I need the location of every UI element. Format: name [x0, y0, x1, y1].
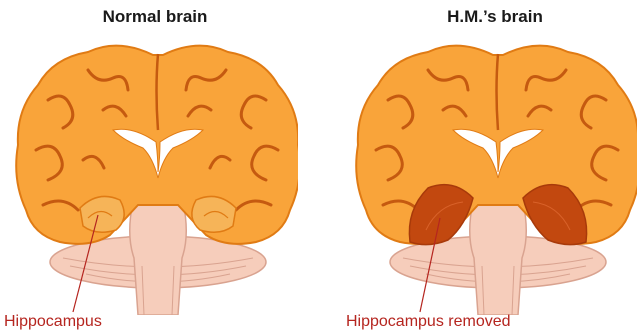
panel-title-normal: Normal brain	[60, 7, 250, 27]
brainstem	[470, 202, 527, 315]
brainstem	[130, 202, 187, 315]
hippocampus-label: Hippocampus	[4, 313, 102, 331]
normal-brain-illustration	[8, 30, 298, 315]
hippocampus-removed-label: Hippocampus removed	[346, 313, 511, 331]
hm-brain-illustration	[348, 30, 637, 315]
panel-title-hm: H.M.’s brain	[400, 7, 590, 27]
